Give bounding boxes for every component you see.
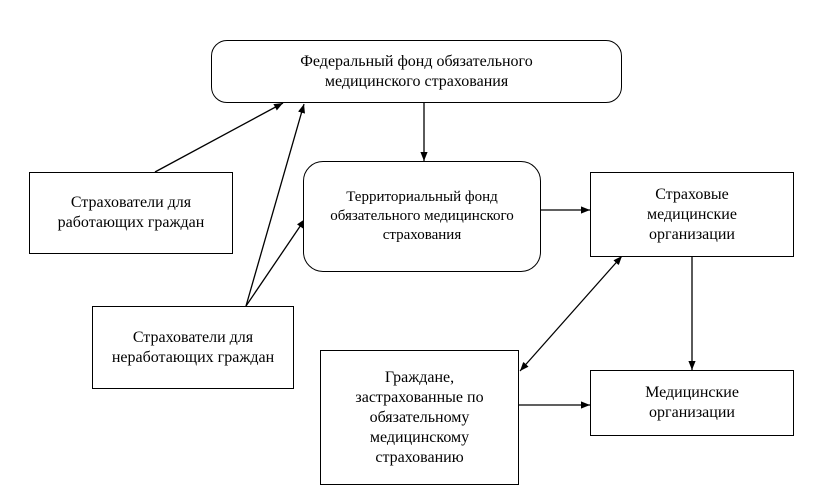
arrow-nonworking-to-federal xyxy=(245,103,305,307)
arrow-nonworking-to-territorial xyxy=(245,218,306,307)
territorial-fund-box: Территориальный фонд обязательного медиц… xyxy=(303,161,541,272)
arrow-working-to-federal xyxy=(154,102,284,173)
citizens-label: Граждане, застрахованные по обязательном… xyxy=(355,368,484,466)
insurers-nonworking-box: Страхователи для неработающих граждан xyxy=(92,306,294,389)
federal-fund-label: Федеральный фонд обязательного медицинск… xyxy=(300,52,533,90)
insurance-orgs-label: Страховые медицинские организации xyxy=(647,185,737,243)
arrow-citizens-insurance-bidirectional xyxy=(519,255,623,372)
insurers-working-box: Страхователи для работающих граждан xyxy=(29,172,233,254)
federal-fund-box: Федеральный фонд обязательного медицинск… xyxy=(211,40,622,103)
medical-orgs-box: Медицинские организации xyxy=(590,370,794,436)
medical-orgs-label: Медицинские организации xyxy=(645,384,739,421)
citizens-box: Граждане, застрахованные по обязательном… xyxy=(320,350,519,485)
insurance-orgs-box: Страховые медицинские организации xyxy=(590,172,794,257)
insurers-working-label: Страхователи для работающих граждан xyxy=(57,194,205,231)
territorial-fund-label: Территориальный фонд обязательного медиц… xyxy=(330,189,514,243)
insurers-nonworking-label: Страхователи для неработающих граждан xyxy=(111,328,275,366)
